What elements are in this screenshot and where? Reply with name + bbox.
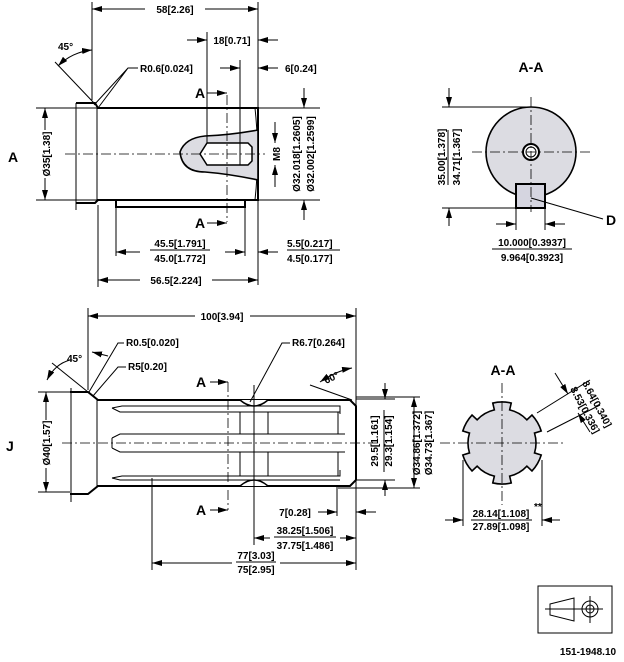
- dim-key-width-min: 9.964[0.3923]: [501, 253, 563, 264]
- dim-across-max: 28.14[1.108]: [473, 509, 530, 520]
- top-section-title: A-A: [519, 59, 544, 75]
- dim-end-angle: 60°: [323, 370, 341, 386]
- dim-flange-dia: Ø35[1.38]: [42, 131, 53, 176]
- dim-key-len-max: 45.5[1.791]: [154, 239, 205, 250]
- dim-spline-len-max: 77[3.03]: [237, 551, 274, 562]
- dim-angle-bottom: 45°: [67, 354, 82, 365]
- dim-body-length: 56.5[2.224]: [150, 276, 201, 287]
- dim-flange-dia-bottom: Ø40[1.57]: [42, 420, 53, 465]
- dim-key-offset-max: 5.5[0.217]: [287, 239, 333, 250]
- first-angle-projection-icon: [537, 585, 613, 634]
- spline-shaft-view: 100[3.94] R0.5[0.020] R5[0.20] 45° R6.7[…: [6, 308, 435, 576]
- dim-key-len-min: 45.0[1.772]: [154, 254, 205, 265]
- dim-thread-depth: 18[0.71]: [213, 36, 250, 47]
- bottom-section-title: A-A: [491, 362, 516, 378]
- dim-root-dia-max: 29.5[1.161]: [370, 415, 381, 466]
- dim-end-offset: 6[0.24]: [285, 64, 317, 75]
- dim-height-max: 35.00[1.378]: [437, 129, 448, 186]
- dim-spline-dia-max: Ø34.86[1.372]: [412, 411, 423, 476]
- dim-chamfer-radius: R0.6[0.024]: [140, 64, 193, 75]
- dim-overall-length: 58[2.26]: [156, 5, 193, 16]
- dim-groove-pos-min: 37.75[1.486]: [277, 541, 334, 552]
- dim-key-offset-min: 4.5[0.177]: [287, 254, 333, 265]
- top-section-view: A-A 35.00[1.378] 34.71[1.367] 10.000[0.3…: [437, 59, 616, 264]
- dim-thread: M8: [272, 147, 283, 161]
- dim-root-dia-min: 29.3[1.154]: [384, 415, 395, 466]
- dim-radius-small: R0.5[0.020]: [126, 338, 179, 349]
- dim-shaft-dia-min: Ø32.002[1.2599]: [306, 116, 317, 192]
- bottom-view-label: J: [6, 438, 14, 454]
- dim-angle: 45°: [58, 42, 73, 53]
- key: [515, 183, 546, 209]
- cut-marker-top: A: [195, 85, 205, 101]
- cut-marker-bottom-bottom: A: [196, 502, 206, 518]
- keyway: [115, 200, 246, 208]
- dim-shaft-dia-max: Ø32.018[1.2605]: [292, 116, 303, 192]
- dim-height-min: 34.71[1.367]: [452, 129, 463, 186]
- key-label: D: [606, 212, 616, 228]
- dim-groove-radius: R6.7[0.264]: [292, 338, 345, 349]
- dim-key-width-max: 10.000[0.3937]: [498, 238, 566, 249]
- dim-end-chamfer: 7[0.28]: [279, 508, 311, 519]
- top-shaft-view: 58[2.26] 18[0.71] 6[0.24] R0.6[0.024] 45…: [8, 2, 340, 287]
- top-view-label: A: [8, 149, 18, 165]
- dim-spline-len-min: 75[2.95]: [237, 565, 274, 576]
- cut-marker-bottom: A: [195, 215, 205, 231]
- dim-overall-length-bottom: 100[3.94]: [201, 312, 244, 323]
- dim-across-min: 27.89[1.098]: [473, 522, 530, 533]
- spline-section-view: A-A 8.64[0.340] 8.53[0.336] 28.14[1.108]…: [440, 362, 613, 533]
- dim-spline-dia-min: Ø34.73[1.367]: [424, 411, 435, 476]
- dim-across-note: **: [534, 502, 542, 513]
- cut-marker-top-bottom: A: [196, 374, 206, 390]
- dim-radius-fillet: R5[0.20]: [128, 362, 167, 373]
- dim-groove-pos-max: 38.25[1.506]: [277, 526, 334, 537]
- drawing-number: 151-1948.10: [560, 647, 617, 658]
